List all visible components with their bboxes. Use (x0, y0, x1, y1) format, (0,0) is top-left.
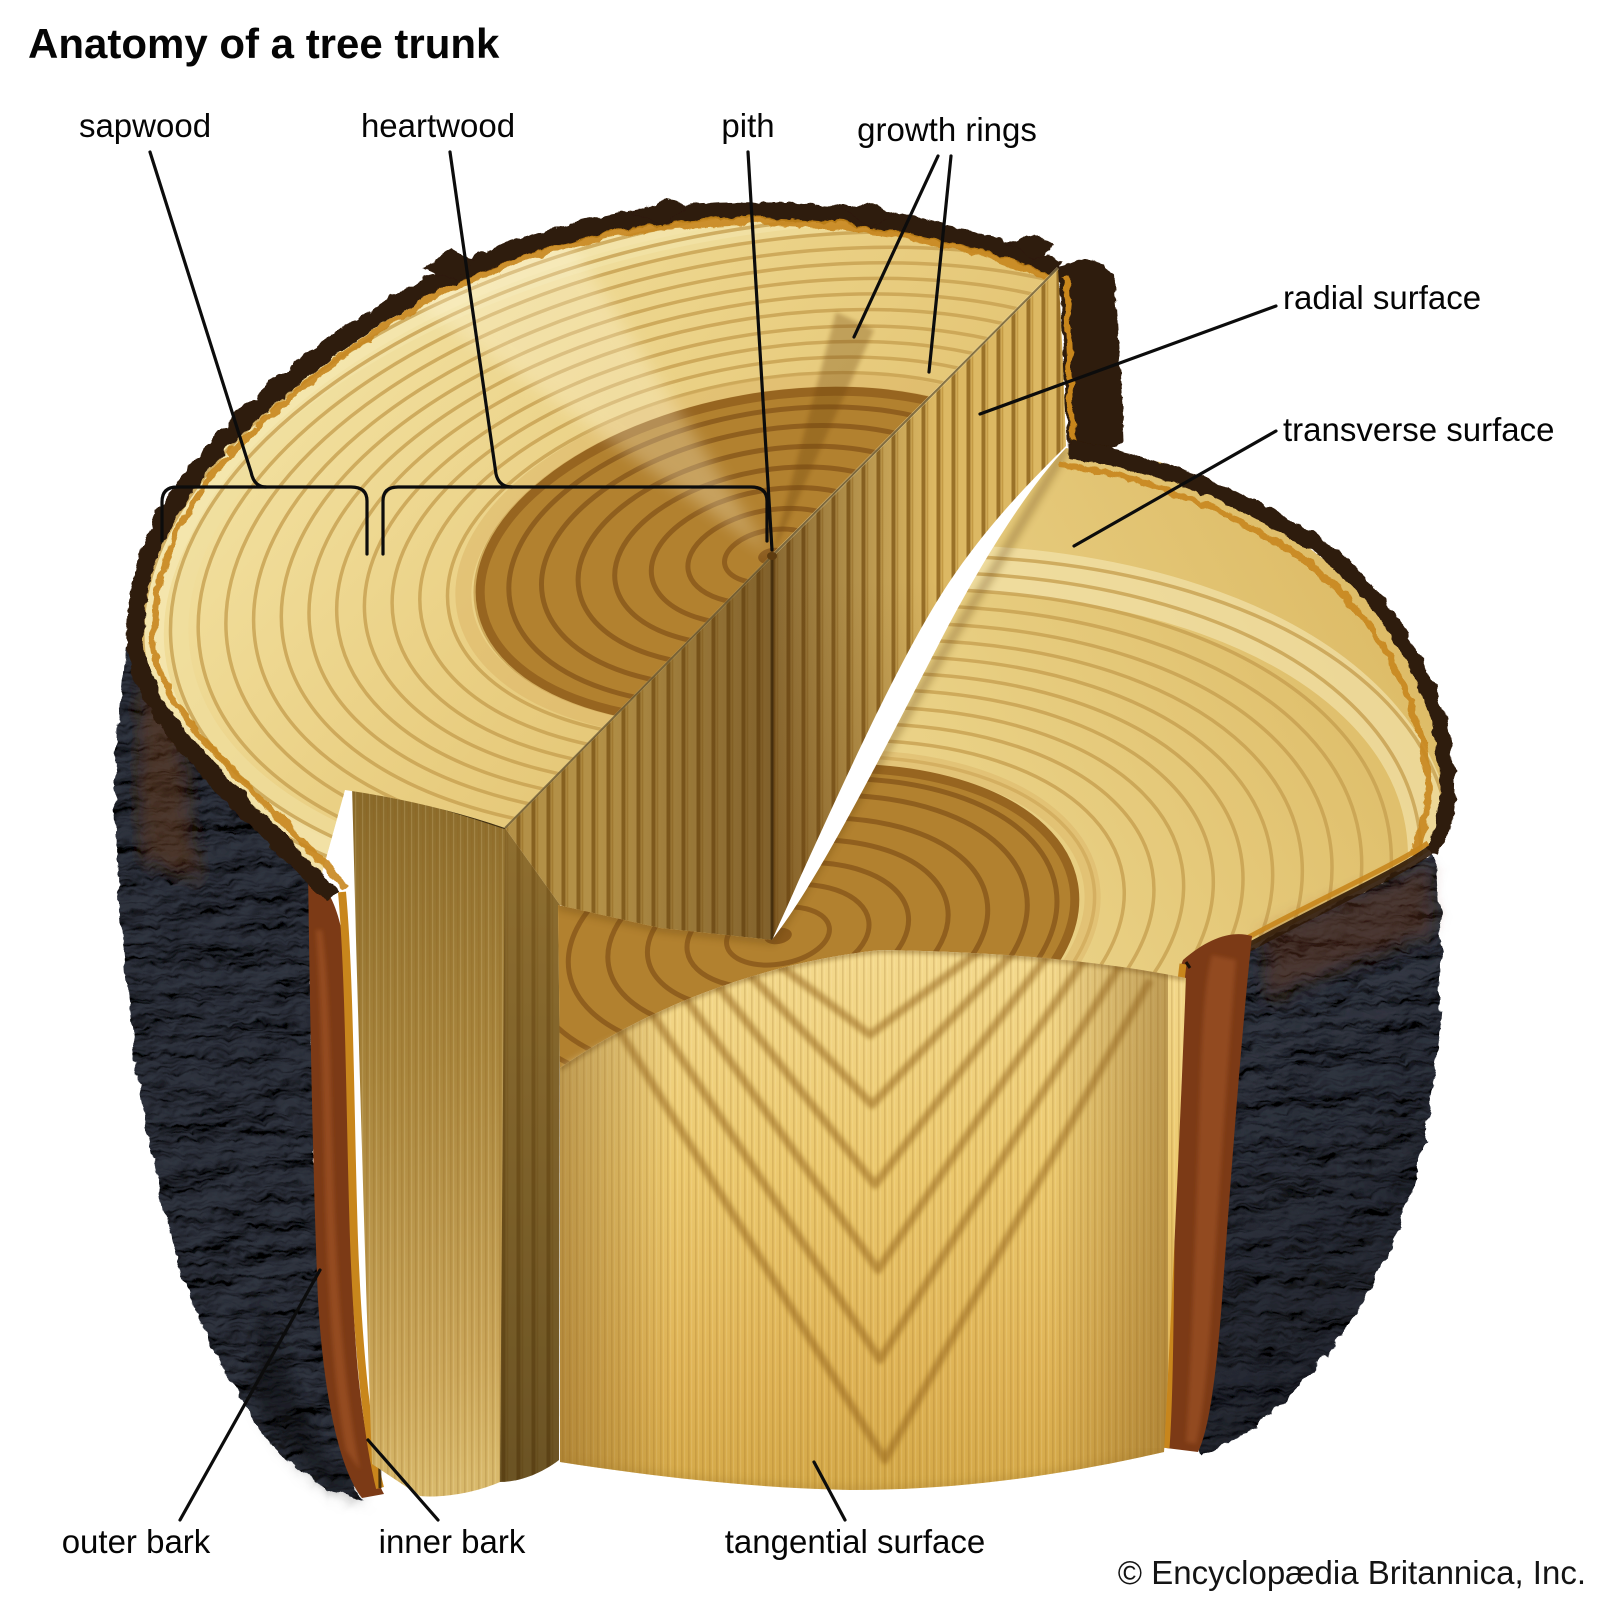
label-tangential-surface: tangential surface (724, 1523, 986, 1560)
heartwood-brace (381, 485, 769, 556)
label-radial-surface: radial surface (1283, 279, 1482, 316)
label-growth-rings: growth rings (857, 111, 1037, 148)
heartwood-streak (772, 312, 874, 556)
label-transverse-surface: transverse surface (1283, 411, 1555, 448)
bark-strip-radial-edge (1056, 256, 1122, 452)
label-heartwood: heartwood (360, 107, 516, 144)
radial-surface-leader-line (978, 304, 1278, 416)
pith-leader-line (746, 150, 774, 552)
label-pith: pith (721, 107, 775, 144)
outer-bark-leader-line (178, 1268, 322, 1522)
label-outer-bark: outer bark (61, 1523, 211, 1560)
growth-rings-leader-line-1 (852, 154, 940, 339)
bark-rim-upper (123, 196, 1122, 902)
label-sapwood: sapwood (78, 107, 212, 144)
radial-face-left-tall (351, 782, 512, 1497)
cambium-line-left (338, 891, 384, 1489)
outer-bark-right (1190, 850, 1441, 1452)
inner-bark-leader-line (366, 1438, 440, 1522)
radial-surface (770, 266, 1066, 940)
tangential-surface (560, 950, 1186, 1490)
page-title: Anatomy of a tree trunk (28, 20, 500, 67)
pith-point (767, 552, 777, 560)
tangential-surface-leader-line (812, 1460, 847, 1522)
sapwood-brace (160, 485, 369, 556)
label-inner-bark: inner bark (378, 1523, 526, 1560)
copyright-credit: © Encyclopædia Britannica, Inc. (1117, 1554, 1586, 1591)
transverse-surface-leader-line (1072, 429, 1278, 548)
bark-rim-lower (1056, 440, 1454, 855)
growth-rings-leader-line-2 (927, 154, 953, 374)
